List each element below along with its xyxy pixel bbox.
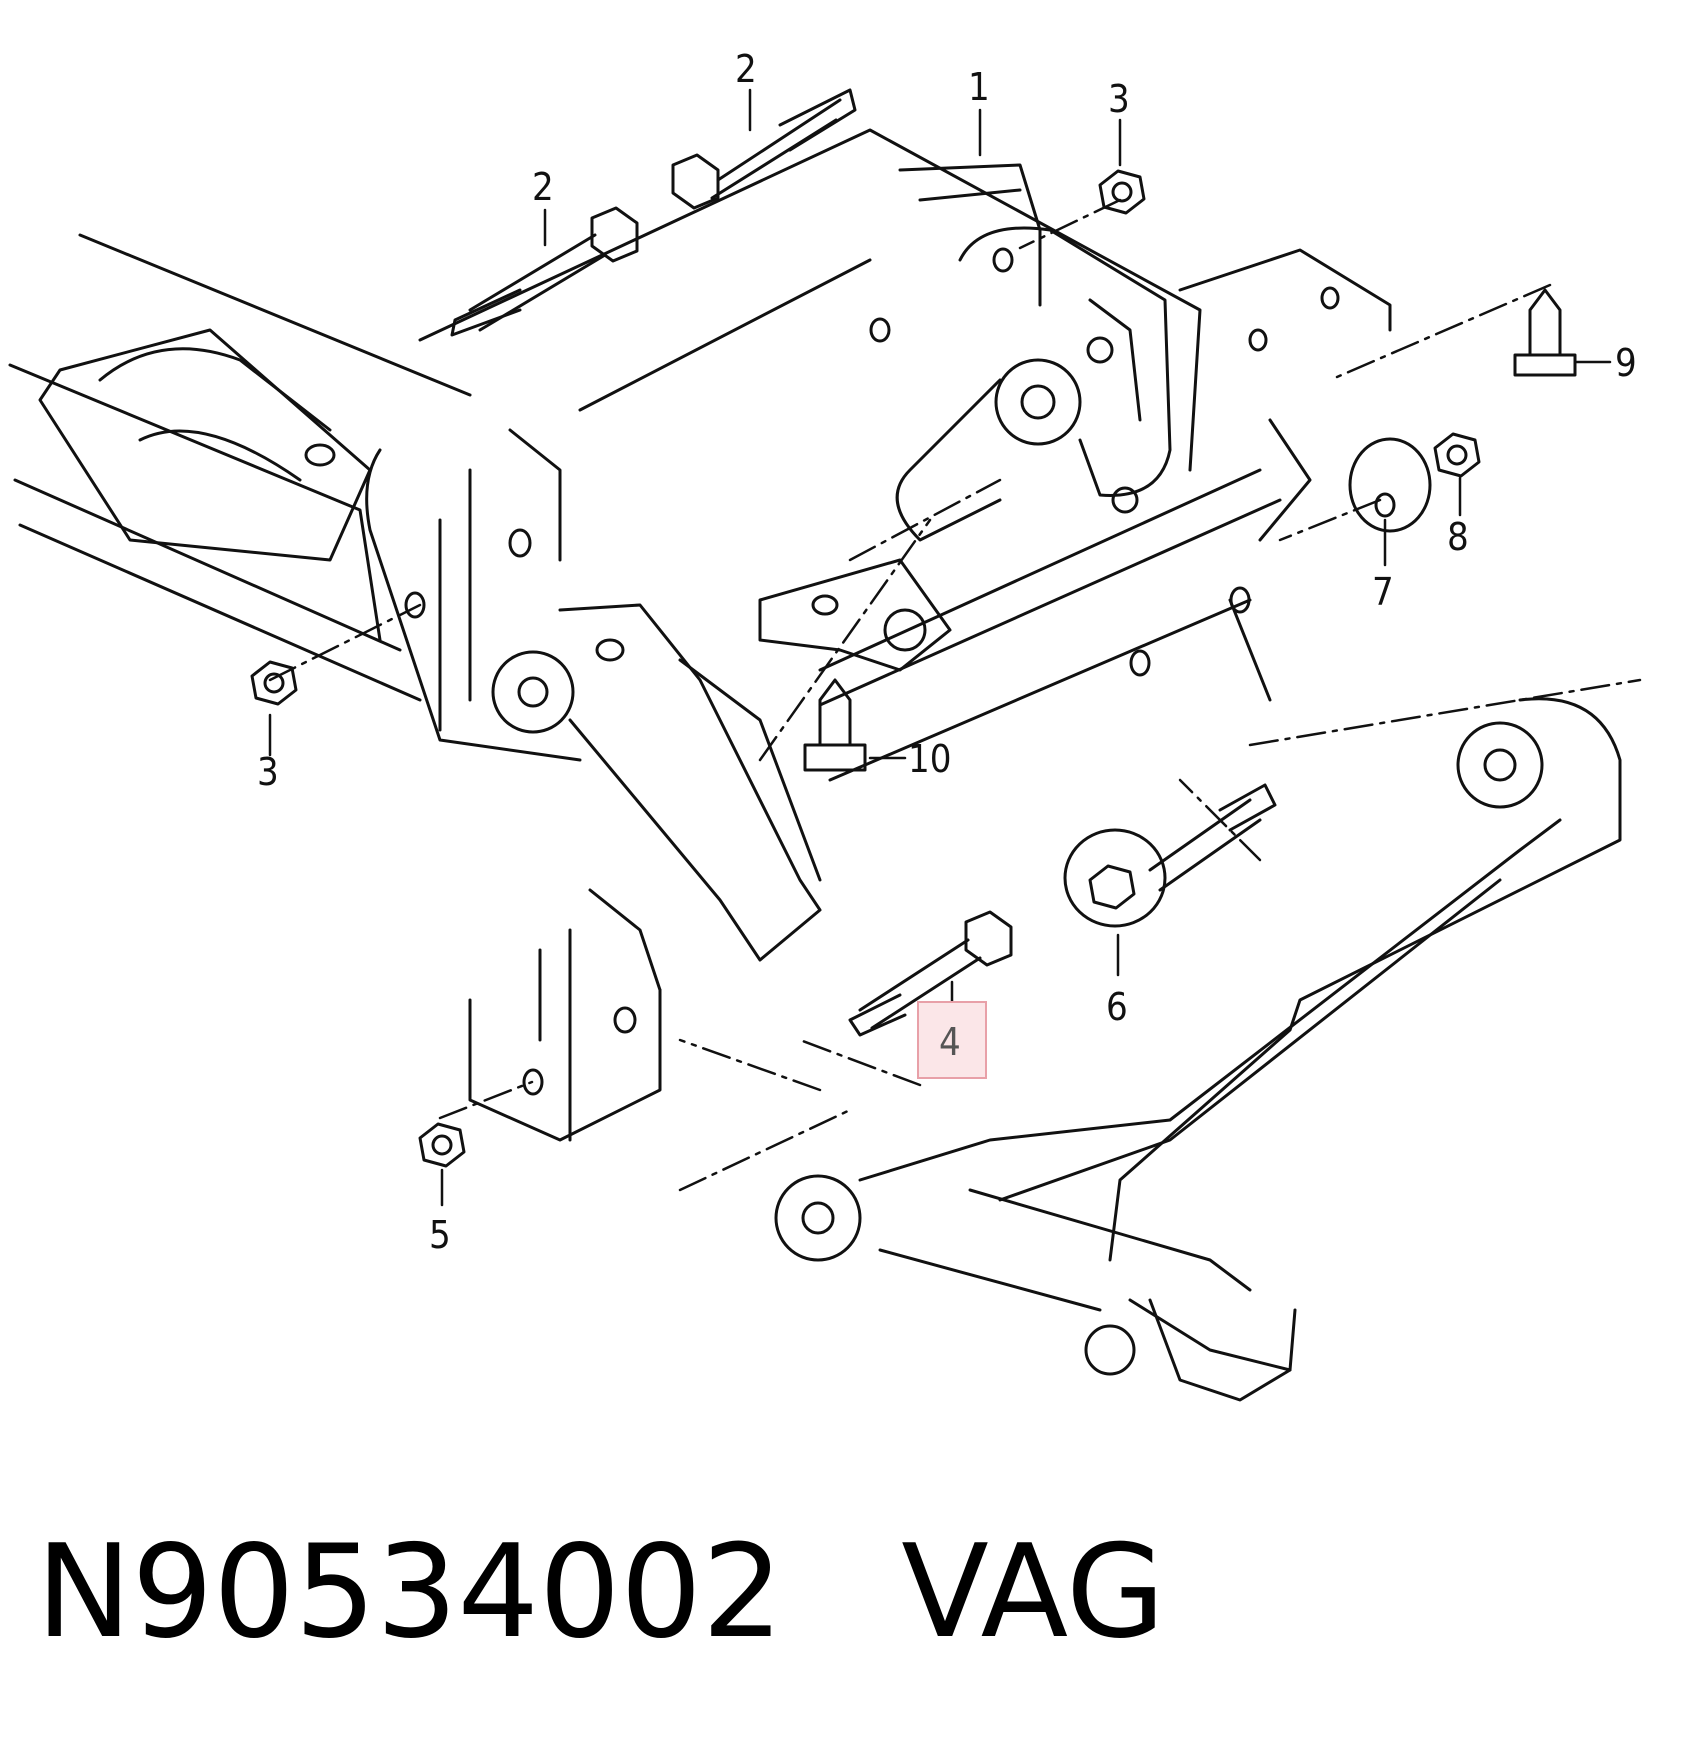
hex-nut-8 (1433, 432, 1481, 478)
hex-nut-3b (1098, 169, 1146, 215)
callout-5[interactable]: 5 (429, 1213, 451, 1257)
callout-leaders (268, 88, 1612, 1207)
hex-nut-5 (418, 1122, 466, 1168)
brand-name: VAG (901, 1518, 1166, 1667)
callout-2b[interactable]: 2 (532, 165, 554, 209)
control-arm (774, 697, 1622, 1402)
side-member (8, 233, 472, 702)
screw-9 (1513, 288, 1577, 377)
bracket-10 (758, 558, 952, 672)
callout-3a[interactable]: 3 (257, 750, 279, 794)
callout-2a[interactable]: 2 (735, 47, 757, 91)
caption: N90534002 VAG (36, 1518, 1165, 1668)
bolt-4 (848, 910, 1013, 1037)
mount-bracket (895, 226, 1172, 542)
bolt-2b (450, 206, 639, 337)
subframe (365, 128, 1392, 782)
callout-labels: 1 2 2 3 3 4 5 6 7 8 9 10 (257, 47, 1637, 1257)
left-mount (491, 603, 822, 962)
lower-frame (468, 888, 662, 1142)
washer-7 (1348, 437, 1432, 533)
parts-diagram: 1 2 2 3 3 4 5 6 7 8 9 10 (8, 47, 1642, 1402)
callout-7[interactable]: 7 (1372, 570, 1394, 614)
highlight-box (917, 1001, 987, 1079)
callout-6[interactable]: 6 (1106, 985, 1128, 1029)
callout-4[interactable]: 4 (939, 1020, 961, 1064)
hex-nut-3a (250, 660, 298, 706)
callout-1[interactable]: 1 (968, 65, 990, 109)
callout-9[interactable]: 9 (1615, 341, 1637, 385)
bolt-6 (1063, 783, 1277, 928)
screw-10 (803, 678, 867, 772)
bolt-2a (671, 88, 857, 210)
callout-10[interactable]: 10 (908, 737, 952, 781)
callout-8[interactable]: 8 (1447, 515, 1469, 559)
callout-3b[interactable]: 3 (1108, 77, 1130, 121)
part-number: N90534002 (36, 1518, 784, 1667)
